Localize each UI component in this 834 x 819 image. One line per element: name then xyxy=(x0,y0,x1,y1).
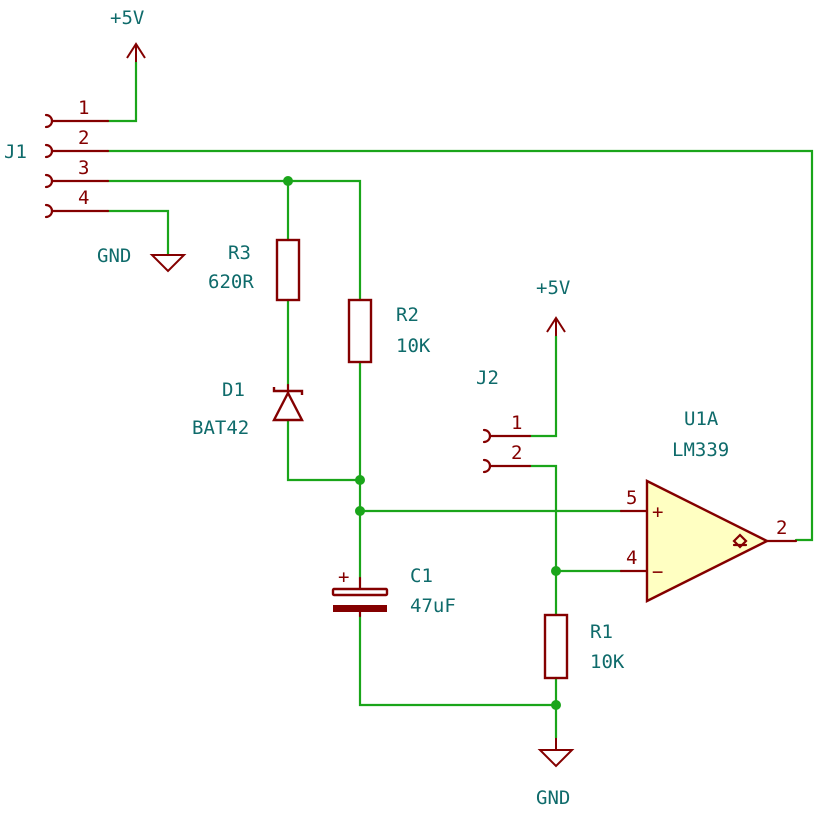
wire-j1p2-output xyxy=(106,149,814,542)
c1-polarity: + xyxy=(338,566,349,588)
j2-ref: J2 xyxy=(476,367,499,389)
j2-pin-2: 2 xyxy=(511,442,522,464)
wire-c1-gnd xyxy=(358,614,558,707)
wire-j1p4-gnd xyxy=(106,209,170,257)
wire-j2p2-net xyxy=(528,464,558,617)
u1-minus-sign: − xyxy=(652,561,663,583)
r1-value: 10K xyxy=(590,651,625,673)
power-label-5v-mid: +5V xyxy=(536,277,570,299)
junction-dot xyxy=(355,475,365,485)
wire-j2p1-5v xyxy=(528,334,558,438)
junction-dot xyxy=(355,506,365,516)
u1-pin-minus: 4 xyxy=(626,547,637,569)
power-5v-mid: +5V xyxy=(536,277,570,336)
r2-ref: R2 xyxy=(396,304,419,326)
diode-d1: D1 BAT42 xyxy=(192,379,304,439)
c1-value: 47uF xyxy=(410,595,456,617)
j1-ref: J1 xyxy=(4,141,27,163)
c1-ref: C1 xyxy=(410,565,433,587)
wire-d1-junction xyxy=(286,418,362,482)
c1-negative-plate xyxy=(333,605,387,612)
wires xyxy=(106,60,814,740)
resistor-r1: R1 10K xyxy=(543,613,625,680)
gnd-label-bottom: GND xyxy=(536,787,570,809)
gnd-symbol-bottom: GND xyxy=(536,738,575,809)
u1-pin-out: 2 xyxy=(776,517,787,539)
junction-dot xyxy=(551,700,561,710)
gnd-label-left: GND xyxy=(97,245,131,267)
d1-value: BAT42 xyxy=(192,417,249,439)
u1-value: LM339 xyxy=(672,439,729,461)
junction-dot xyxy=(551,566,561,576)
r2-value: 10K xyxy=(396,335,431,357)
u1-ref: U1A xyxy=(684,408,719,430)
wire-j1p1-5v xyxy=(106,60,138,123)
comparator-u1a: 5 4 2 + − U1A LM339 xyxy=(619,408,798,603)
u1-pin-plus: 5 xyxy=(626,487,637,509)
connector-j1: J1 1 2 3 4 xyxy=(4,97,110,219)
power-5v-top: +5V xyxy=(110,7,146,62)
d1-ref: D1 xyxy=(222,379,245,401)
resistor-r3: R3 620R xyxy=(208,238,301,302)
gnd-symbol-left: GND xyxy=(97,245,187,273)
j2-pin-1: 1 xyxy=(511,412,522,434)
wire-j1p3-net xyxy=(106,179,362,302)
j1-pin-4: 4 xyxy=(78,187,89,209)
power-label-5v-top: +5V xyxy=(110,7,144,29)
opamp-triangle xyxy=(645,479,770,603)
junctions xyxy=(283,176,561,710)
junction-dot xyxy=(283,176,293,186)
resistor-r2: R2 10K xyxy=(347,298,431,364)
connector-j2: J2 1 2 xyxy=(476,367,532,474)
j1-pin-1: 1 xyxy=(78,97,89,119)
r3-value: 620R xyxy=(208,271,254,293)
j1-pin-3: 3 xyxy=(78,157,89,179)
r3-ref: R3 xyxy=(228,242,251,264)
j1-pin-2: 2 xyxy=(78,127,89,149)
u1-plus-sign: + xyxy=(652,501,663,523)
capacitor-c1: + C1 47uF xyxy=(331,565,456,618)
r1-ref: R1 xyxy=(590,621,613,643)
